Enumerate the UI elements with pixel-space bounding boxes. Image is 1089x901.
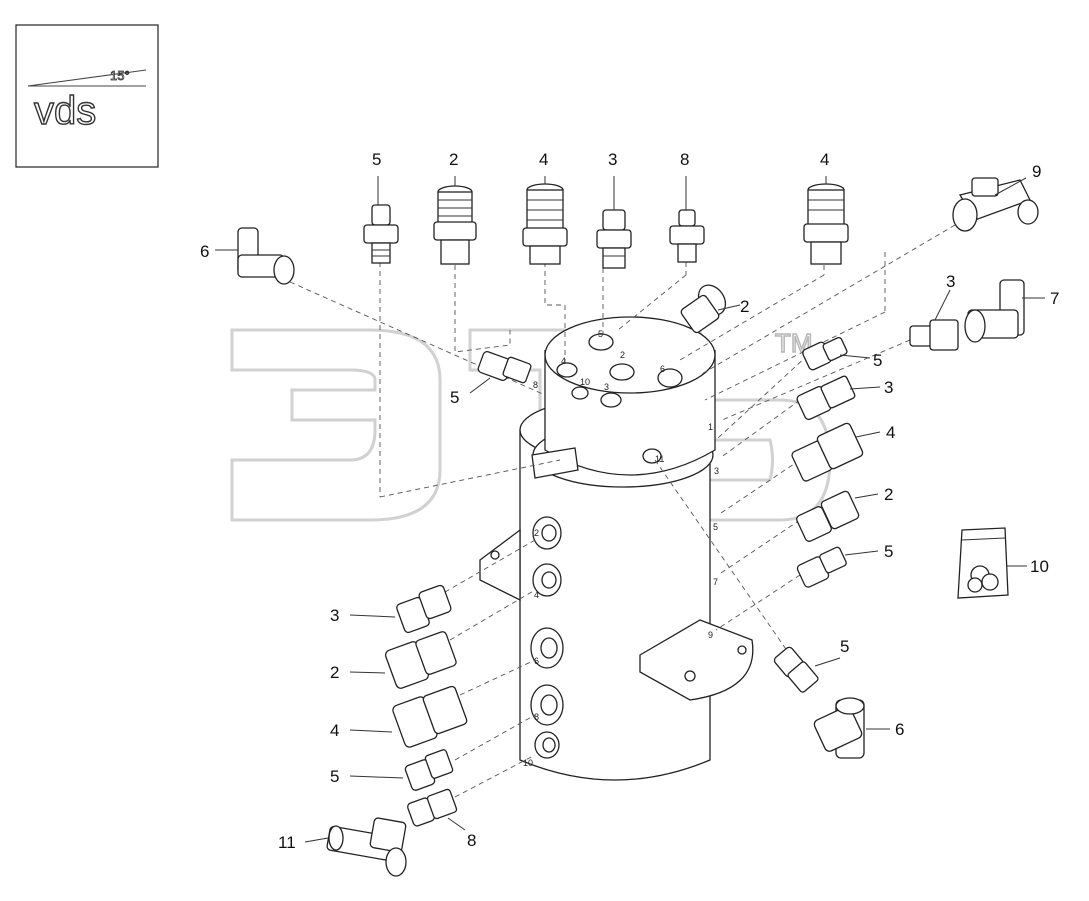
- port-top-5: 5: [598, 329, 603, 339]
- fitting-top-8: [669, 209, 705, 263]
- callout-top-3: 3: [608, 150, 617, 169]
- port-side-7: 7: [713, 577, 718, 587]
- callout-top-2: 2: [449, 150, 458, 169]
- port-side-3: 3: [714, 466, 719, 476]
- callout-l-3: 3: [330, 606, 339, 625]
- port-front-2: 2: [534, 528, 539, 538]
- fitting-r-5b: [796, 546, 847, 588]
- port-side-1: 1: [708, 422, 713, 432]
- fitting-b-5: [773, 646, 819, 693]
- callout-r-10: 10: [1030, 557, 1049, 576]
- fitting-r-4: [791, 422, 864, 482]
- fitting-3-right: [909, 319, 959, 351]
- port-front-10: 10: [523, 758, 533, 768]
- port-top-6: 6: [660, 364, 665, 374]
- callout-l-5: 5: [330, 767, 339, 786]
- callout-top-8: 8: [680, 150, 689, 169]
- fitting-top-3: [596, 209, 632, 269]
- port-side-5: 5: [713, 522, 718, 532]
- callout-numbers: 5 2 4 3 8 4 9 6 2 3 7 5 5 3 4 2 5 10 3 2…: [200, 150, 1059, 852]
- callout-l-8: 8: [467, 831, 476, 850]
- callout-right-3: 3: [946, 272, 955, 291]
- callout-top-5: 5: [372, 150, 381, 169]
- bag-10: [957, 527, 1009, 599]
- fitting-l-4: [392, 685, 468, 748]
- fitting-l-5: [404, 749, 454, 791]
- callout-r-5b: 5: [884, 542, 893, 561]
- port-top-8: 8: [533, 380, 538, 390]
- watermark: TM: [230, 327, 832, 522]
- elbow-b-6: [813, 697, 865, 759]
- fitting-top-5: [363, 204, 399, 264]
- callout-b-6: 6: [895, 720, 904, 739]
- fitting-l-8: [407, 788, 458, 827]
- callout-r-5a: 5: [873, 351, 882, 370]
- fitting-l-2: [384, 631, 457, 689]
- callout-r-4: 4: [886, 423, 895, 442]
- fitting-r-3: [796, 375, 856, 421]
- assembly-lines: [289, 224, 956, 798]
- callout-mid-2: 2: [740, 297, 749, 316]
- port-top-3: 3: [604, 382, 609, 392]
- fitting-r-2: [796, 490, 860, 542]
- fitting-5-left: [477, 351, 532, 384]
- port-top-2: 2: [620, 350, 625, 360]
- callout-top-4a: 4: [539, 150, 548, 169]
- port-numbers: 5 4 2 6 8 10 3 1 3 5 7 9 11 2 4 6 8 10: [523, 329, 719, 768]
- port-front-8: 8: [534, 712, 539, 722]
- callout-b-5: 5: [840, 637, 849, 656]
- callout-left-6: 6: [200, 242, 209, 261]
- callout-left-5: 5: [450, 388, 459, 407]
- port-top-10: 10: [580, 377, 590, 387]
- logo-angle: 15°: [110, 68, 130, 83]
- callout-r-2: 2: [884, 485, 893, 504]
- callout-top-4b: 4: [820, 150, 829, 169]
- fitting-top-4b: [803, 183, 849, 265]
- fitting-l-3: [396, 584, 452, 634]
- callout-right-7: 7: [1050, 289, 1059, 308]
- rotary-joint-body: [479, 316, 754, 781]
- fitting-top-4a: [522, 183, 568, 265]
- port-front-6: 6: [534, 656, 539, 666]
- elbow-7: [964, 279, 1025, 343]
- fitting-top-2: [433, 185, 477, 265]
- callout-l-4: 4: [330, 721, 339, 740]
- leader-lines: [215, 176, 1045, 843]
- port-side-11: 11: [655, 454, 664, 464]
- callout-l-2: 2: [330, 663, 339, 682]
- callout-right-9: 9: [1032, 162, 1041, 181]
- callout-r-3: 3: [884, 378, 893, 397]
- tee-9: [952, 177, 1039, 232]
- callout-l-11: 11: [278, 833, 296, 852]
- logo-brand: vds: [34, 89, 96, 133]
- elbow-6-left: [237, 227, 295, 285]
- port-side-9: 9: [708, 630, 713, 640]
- fitting-r-5a: [802, 336, 848, 371]
- port-top-4: 4: [561, 356, 566, 366]
- vds-logo: 15° vds: [15, 24, 159, 168]
- tee-11: [326, 817, 407, 877]
- port-front-4: 4: [534, 590, 539, 600]
- fitting-2-mid: [680, 284, 727, 334]
